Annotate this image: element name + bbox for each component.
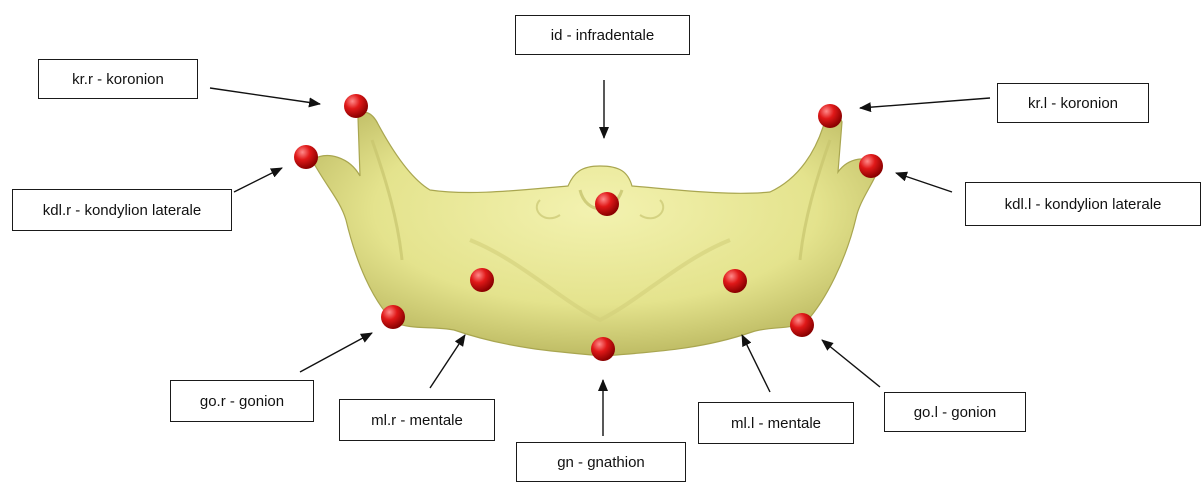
landmark-go-l bbox=[790, 313, 814, 337]
arrow-ml-l bbox=[742, 335, 770, 392]
label-gonion-right: go.r - gonion bbox=[170, 380, 314, 422]
arrow-go-l bbox=[822, 340, 880, 387]
landmark-gn bbox=[591, 337, 615, 361]
landmark-id bbox=[595, 192, 619, 216]
landmark-kr-r bbox=[344, 94, 368, 118]
label-kondylion-left: kdl.l - kondylion laterale bbox=[965, 182, 1201, 226]
landmark-go-r bbox=[381, 305, 405, 329]
label-mentale-right: ml.r - mentale bbox=[339, 399, 495, 441]
arrow-kr-r bbox=[210, 88, 320, 104]
label-gonion-left: go.l - gonion bbox=[884, 392, 1026, 432]
arrow-kr-l bbox=[860, 98, 990, 108]
label-mentale-left: ml.l - mentale bbox=[698, 402, 854, 444]
label-gnathion: gn - gnathion bbox=[516, 442, 686, 482]
label-kondylion-right: kdl.r - kondylion laterale bbox=[12, 189, 232, 231]
label-infradentale: id - infradentale bbox=[515, 15, 690, 55]
landmark-ml-r bbox=[470, 268, 494, 292]
landmark-kdl-l bbox=[859, 154, 883, 178]
arrow-go-r bbox=[300, 333, 372, 372]
landmark-kdl-r bbox=[294, 145, 318, 169]
arrow-ml-r bbox=[430, 335, 465, 388]
label-koronion-left: kr.l - koronion bbox=[997, 83, 1149, 123]
arrow-kdl-r bbox=[234, 168, 282, 192]
label-koronion-right: kr.r - koronion bbox=[38, 59, 198, 99]
arrow-kdl-l bbox=[896, 173, 952, 192]
landmark-kr-l bbox=[818, 104, 842, 128]
landmark-ml-l bbox=[723, 269, 747, 293]
